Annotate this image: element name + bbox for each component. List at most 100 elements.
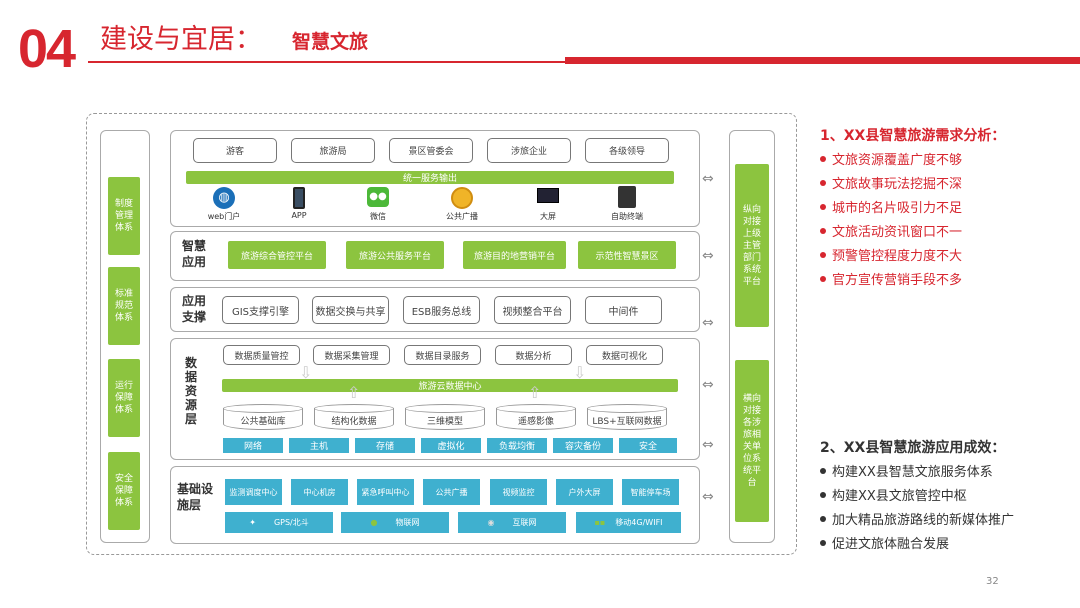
database-cylinder: 三维模型 bbox=[405, 404, 485, 432]
support-box: 数据交换与共享 bbox=[312, 296, 389, 324]
bullet-icon bbox=[820, 276, 826, 282]
side-box-security: 安全 保障 体系 bbox=[108, 452, 140, 530]
results-item: 促进文旅体融合发展 bbox=[820, 536, 949, 554]
user-box: 游客 bbox=[193, 138, 277, 163]
bullet-icon bbox=[820, 204, 826, 210]
speaker-icon bbox=[451, 187, 473, 209]
mobile-icon: ▪▪ bbox=[594, 518, 606, 527]
iot-icon: ● bbox=[370, 518, 378, 527]
right-column bbox=[729, 130, 775, 543]
infra-item: 主机 bbox=[289, 438, 349, 453]
data-service-box: 数据采集管理 bbox=[313, 345, 390, 365]
infra-facility: 智能停车场 bbox=[622, 479, 679, 505]
network-box: ◉互联网 bbox=[458, 512, 566, 533]
infra-item: 安全 bbox=[619, 438, 677, 453]
up-arrow-icon: ⇧ bbox=[347, 383, 361, 402]
kiosk-icon bbox=[618, 186, 636, 208]
support-box: 视频整合平台 bbox=[494, 296, 571, 324]
channel-label: 微信 bbox=[370, 212, 386, 221]
cloud-data-center-bar: 旅游云数据中心 bbox=[222, 379, 678, 392]
support-box: 中间件 bbox=[585, 296, 662, 324]
left-column bbox=[100, 130, 150, 543]
channel-label: 公共广播 bbox=[446, 212, 478, 221]
network-box: ●物联网 bbox=[341, 512, 449, 533]
app-platform: 旅游公共服务平台 bbox=[346, 241, 444, 269]
side-box-vertical: 纵向 对接 上级 主管 部门 系统 平台 bbox=[735, 164, 769, 327]
bullet-icon bbox=[820, 540, 826, 546]
channel-label: 自助终端 bbox=[611, 212, 643, 221]
results-item: 加大精品旅游路线的新媒体推广 bbox=[820, 512, 1014, 530]
layer-label: 数 据 资 源 层 bbox=[185, 356, 198, 426]
wechat-icon: ●● bbox=[367, 187, 389, 207]
analysis-item: 文旅故事玩法挖掘不深 bbox=[820, 176, 962, 194]
database-cylinder: 遥感影像 bbox=[496, 404, 576, 432]
up-arrow-icon: ⇧ bbox=[528, 383, 542, 402]
monitor-icon bbox=[537, 188, 559, 203]
bullet-icon bbox=[820, 492, 826, 498]
database-cylinder: 结构化数据 bbox=[314, 404, 394, 432]
page-subtitle: 智慧文旅 bbox=[292, 31, 369, 53]
layer-label: 应用 支撑 bbox=[182, 294, 207, 324]
down-arrow-icon: ⇩ bbox=[299, 363, 313, 382]
double-arrow-icon: ⇔ bbox=[702, 377, 714, 393]
architecture-diagram bbox=[86, 113, 797, 555]
bullet-icon bbox=[820, 228, 826, 234]
support-box: ESB服务总线 bbox=[403, 296, 480, 324]
network-box: ✦GPS/北斗 bbox=[225, 512, 333, 533]
analysis-item: 城市的名片吸引力不足 bbox=[820, 200, 962, 218]
network-box: ▪▪移动4G/WIFI bbox=[576, 512, 681, 533]
analysis-item: 官方宣传营销手段不多 bbox=[820, 272, 962, 290]
double-arrow-icon: ⇔ bbox=[702, 437, 714, 453]
infra-item: 网络 bbox=[223, 438, 283, 453]
analysis-item: 预警管控程度力度不大 bbox=[820, 248, 962, 266]
database-cylinder: 公共基础库 bbox=[223, 404, 303, 432]
analysis-item: 文旅活动资讯窗口不一 bbox=[820, 224, 962, 242]
page-title: 建设与宜居： bbox=[100, 24, 262, 55]
layer-label: 基础设 施层 bbox=[177, 482, 214, 512]
internet-icon: ◉ bbox=[487, 518, 495, 527]
app-platform: 示范性智慧景区 bbox=[578, 241, 676, 269]
infra-facility: 紧急呼叫中心 bbox=[357, 479, 414, 505]
infra-facility: 户外大屏 bbox=[556, 479, 613, 505]
support-box: GIS支撑引擎 bbox=[222, 296, 299, 324]
app-platform: 旅游目的地营销平台 bbox=[463, 241, 566, 269]
double-arrow-icon: ⇔ bbox=[702, 248, 714, 264]
globe-icon: ◍ bbox=[213, 187, 235, 209]
infra-facility: 公共广播 bbox=[423, 479, 480, 505]
side-box-operation: 运行 保障 体系 bbox=[108, 359, 140, 437]
bullet-icon bbox=[820, 252, 826, 258]
satellite-icon: ✦ bbox=[249, 518, 256, 527]
double-arrow-icon: ⇔ bbox=[702, 315, 714, 331]
results-item: 构建XX县文旅管控中枢 bbox=[820, 488, 967, 506]
data-service-box: 数据分析 bbox=[495, 345, 572, 365]
user-box: 旅游局 bbox=[291, 138, 375, 163]
output-bar: 统一服务输出 bbox=[186, 171, 674, 184]
infra-facility: 中心机房 bbox=[291, 479, 348, 505]
double-arrow-icon: ⇔ bbox=[702, 489, 714, 505]
results-item: 构建XX县智慧文旅服务体系 bbox=[820, 464, 993, 482]
results-heading: 2、XX县智慧旅游应用成效： bbox=[820, 440, 1006, 456]
bullet-icon bbox=[820, 468, 826, 474]
down-arrow-icon: ⇩ bbox=[573, 363, 587, 382]
infra-facility: 监测调度中心 bbox=[225, 479, 282, 505]
analysis-item: 文旅资源覆盖广度不够 bbox=[820, 152, 962, 170]
database-cylinder: LBS+互联网数据 bbox=[587, 404, 667, 432]
phone-icon bbox=[293, 187, 305, 209]
infra-facility: 视频监控 bbox=[490, 479, 547, 505]
infra-item: 存储 bbox=[355, 438, 415, 453]
user-box: 各级领导 bbox=[585, 138, 669, 163]
section-number: 04 bbox=[18, 19, 76, 79]
channel-label: APP bbox=[291, 211, 307, 220]
layer-label: 智慧 应用 bbox=[182, 239, 207, 269]
side-box-standard: 标准 规范 体系 bbox=[108, 267, 140, 345]
double-arrow-icon: ⇔ bbox=[702, 171, 714, 187]
infra-item: 负载均衡 bbox=[487, 438, 547, 453]
bullet-icon bbox=[820, 156, 826, 162]
side-box-institution: 制度 管理 体系 bbox=[108, 177, 140, 255]
data-service-box: 数据可视化 bbox=[586, 345, 663, 365]
infra-item: 虚拟化 bbox=[421, 438, 481, 453]
infra-item: 容灾备份 bbox=[553, 438, 613, 453]
header-accent-bar bbox=[565, 57, 1080, 64]
analysis-heading: 1、XX县智慧旅游需求分析： bbox=[820, 128, 1006, 144]
user-box: 涉旅企业 bbox=[487, 138, 571, 163]
